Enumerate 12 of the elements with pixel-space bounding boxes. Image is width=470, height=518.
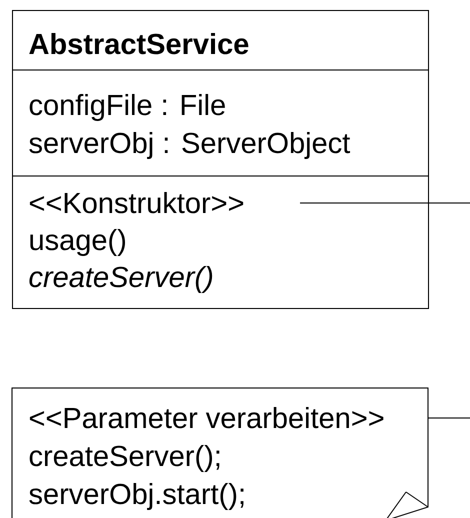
note-box (12, 388, 428, 518)
class-name: AbstractService (29, 32, 248, 54)
attribute: configFile : File (30, 94, 225, 122)
connector-line (300, 202, 470, 204)
method: usage() (30, 228, 125, 256)
class-box (12, 10, 429, 309)
attribute: serverObj : ServerObject (29, 132, 350, 160)
method: createServer() (29, 266, 212, 293)
note-line: serverObj.start(); (29, 483, 244, 510)
note-line: createServer(); (30, 445, 220, 472)
method: <<Konstruktor>> (30, 192, 244, 214)
note-line: <<Parameter verarbeiten>> (30, 407, 384, 428)
